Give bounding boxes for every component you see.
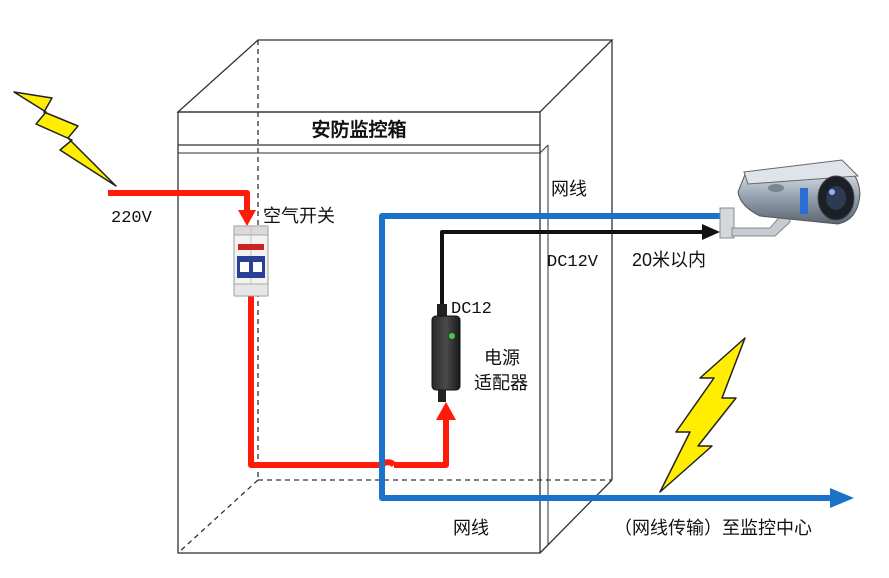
to-center-label: （网线传输）至监控中心: [614, 518, 812, 538]
dc-output-label: DC12V: [547, 253, 599, 272]
network-bottom-label: 网线: [453, 518, 489, 538]
air-switch-icon: [233, 225, 269, 297]
power-arrow-down: [238, 210, 256, 226]
power-adapter-icon: [431, 304, 461, 402]
dc-line: [440, 230, 704, 306]
adapter-label-line1: 电源: [484, 348, 520, 368]
power-in-label: 220V: [111, 209, 153, 228]
cabinet: [176, 39, 614, 554]
dc-adapter-label: DC12: [451, 300, 492, 319]
power-line: [108, 190, 449, 468]
cabinet-front: [177, 111, 541, 554]
air-switch-label: 空气开关: [263, 206, 335, 226]
network-top-label: 网线: [551, 179, 587, 199]
lightning-icon: [13, 91, 117, 187]
network-arrow-right: [830, 488, 854, 508]
cabinet-title: 安防监控箱: [311, 118, 406, 141]
network-line: [379, 213, 834, 501]
adapter-label-line2: 适配器: [474, 373, 528, 393]
cabinet-top: [176, 39, 614, 113]
power-arrow-up: [436, 402, 456, 420]
dc-arrow-right: [702, 224, 720, 240]
distance-label: 20米以内: [632, 250, 706, 270]
camera-icon: [719, 159, 861, 239]
lightning-icon: [659, 337, 746, 493]
